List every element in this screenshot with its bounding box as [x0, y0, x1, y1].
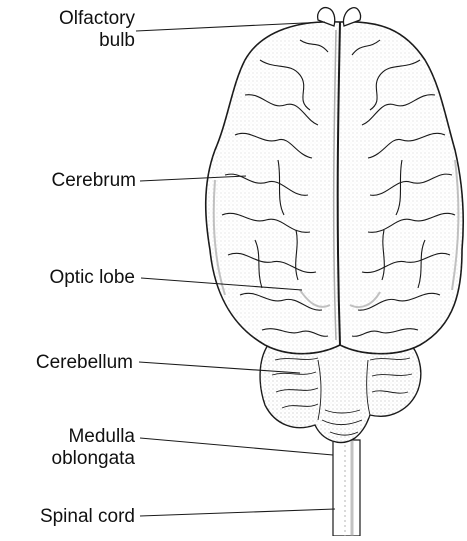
label-cerebellum: Cerebellum	[36, 352, 133, 374]
cerebrum	[206, 22, 463, 354]
label-olfactory-line1: Olfactory	[59, 8, 135, 30]
label-olfactory-bulb: Olfactory bulb	[59, 8, 135, 52]
label-spinal-cord: Spinal cord	[40, 506, 135, 528]
label-medulla-line1: Medulla	[52, 426, 135, 448]
label-olfactory-line2: bulb	[59, 30, 135, 52]
label-optic-lobe: Optic lobe	[49, 267, 135, 289]
leader-spinal-cord	[140, 509, 335, 516]
label-cerebrum: Cerebrum	[52, 170, 136, 192]
label-medulla-line2: oblongata	[52, 448, 135, 470]
leader-medulla	[140, 438, 333, 455]
spinal-cord	[333, 440, 360, 536]
label-medulla-oblongata: Medulla oblongata	[52, 426, 135, 470]
cerebellum	[260, 340, 421, 442]
